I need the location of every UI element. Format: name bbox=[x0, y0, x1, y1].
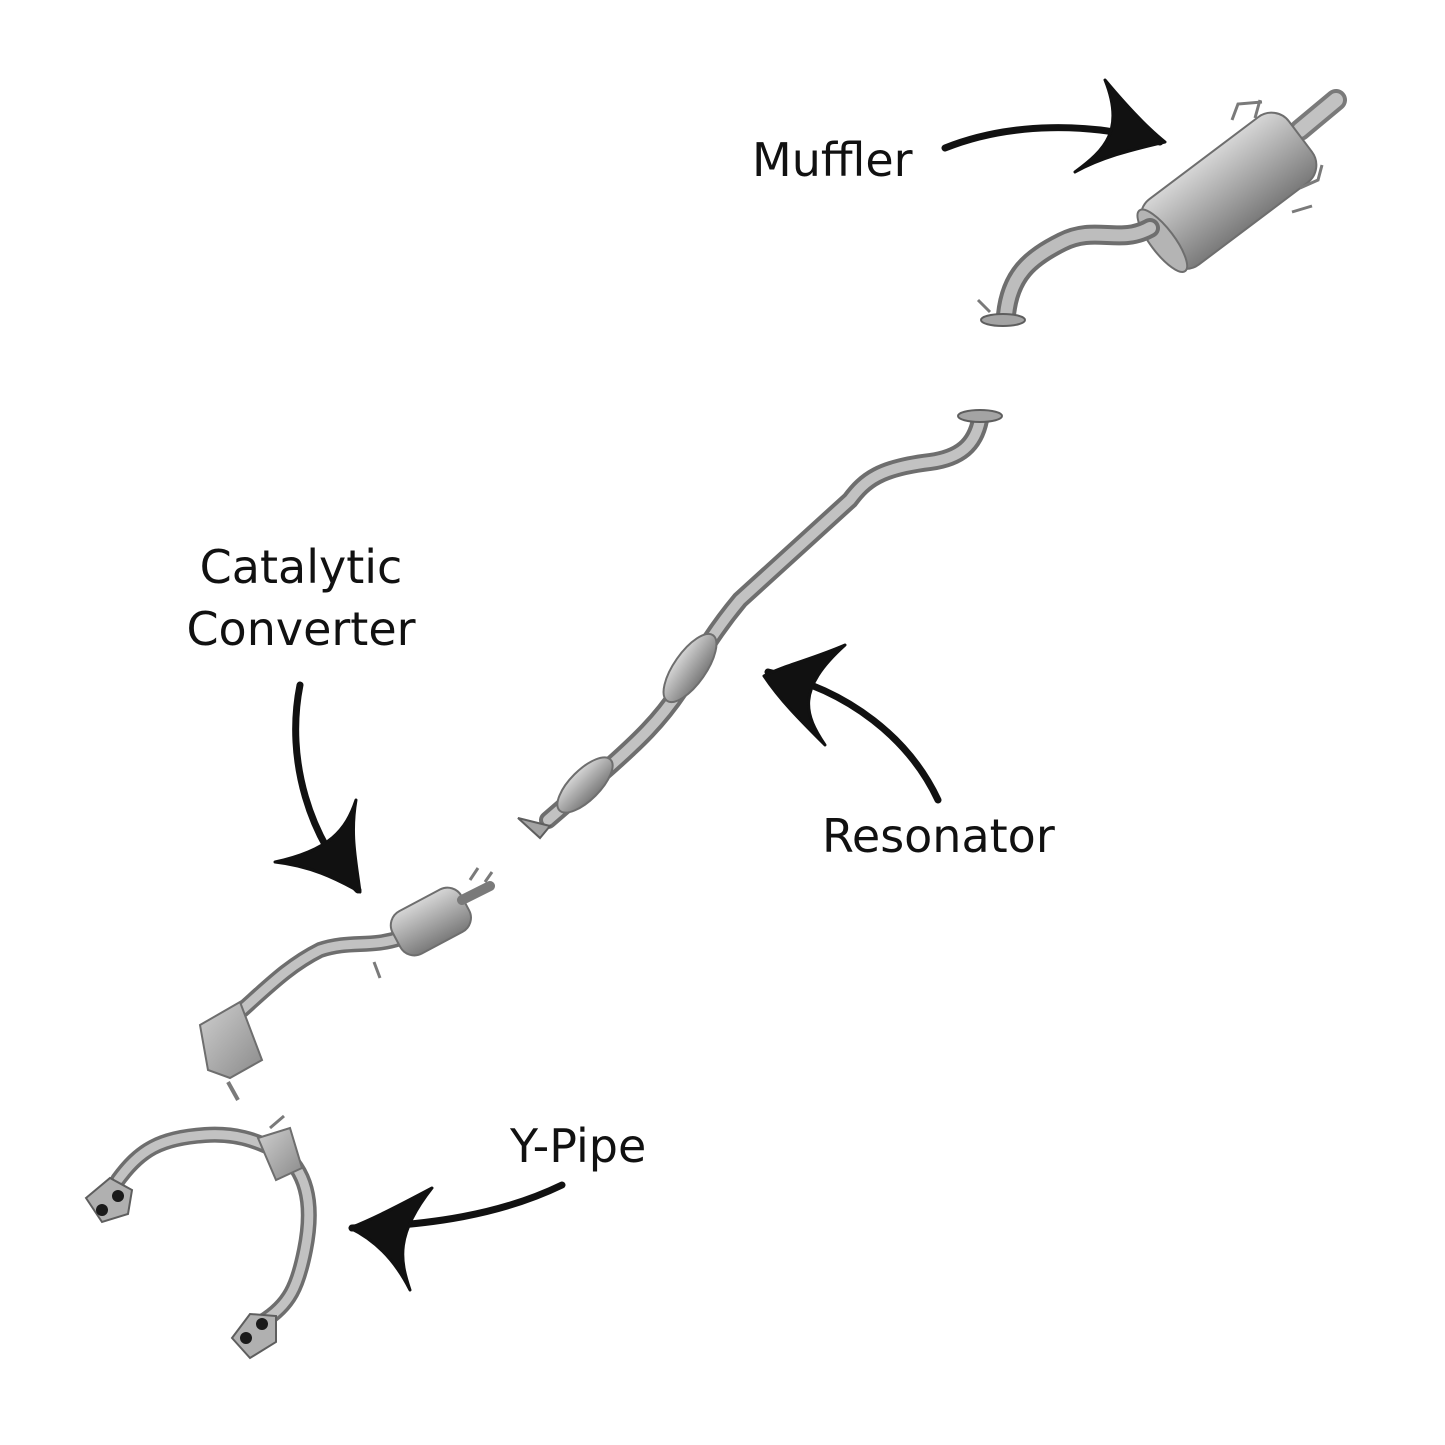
catalytic-converter-label: Catalytic Converter bbox=[150, 536, 452, 660]
cat-body-front bbox=[198, 1000, 264, 1101]
muffler-canister bbox=[1136, 111, 1318, 273]
y-pipe-flange-left bbox=[84, 1176, 134, 1224]
tailpipe bbox=[1289, 89, 1347, 141]
cat-pipe bbox=[234, 930, 408, 1018]
resonator-flange-bottom bbox=[517, 817, 552, 840]
muffler-hangers bbox=[1230, 99, 1324, 214]
muffler-inlet-pipe bbox=[996, 218, 1160, 325]
y-pipe-junction bbox=[256, 1114, 304, 1182]
resonator-label: Resonator bbox=[822, 809, 1055, 863]
resonator-flange-top bbox=[957, 409, 1003, 423]
y-pipe-left-branch bbox=[110, 1126, 283, 1188]
resonator-body-upper bbox=[662, 632, 718, 704]
y-pipe-label: Y-Pipe bbox=[510, 1119, 647, 1173]
arrow-to-muffler bbox=[941, 78, 1167, 174]
y-pipe-flange-right bbox=[230, 1312, 277, 1360]
arrow-to-catalytic-converter bbox=[273, 681, 362, 894]
catalytic-converter-part bbox=[198, 867, 495, 1101]
catalytic-converter-label-line1: Catalytic bbox=[199, 540, 403, 594]
resonator-part bbox=[517, 409, 1003, 840]
resonator-pipe bbox=[539, 411, 989, 829]
cat-outlet bbox=[457, 867, 495, 905]
cat-body-rear bbox=[389, 886, 472, 957]
arrow-to-resonator bbox=[762, 643, 942, 804]
arrow-to-y-pipe bbox=[348, 1181, 566, 1292]
muffler-flange bbox=[976, 298, 1026, 327]
resonator-body-lower bbox=[556, 756, 614, 814]
y-pipe-part bbox=[84, 1114, 317, 1360]
muffler-label: Muffler bbox=[752, 133, 913, 187]
muffler-part bbox=[976, 89, 1347, 327]
catalytic-converter-label-line2: Converter bbox=[186, 602, 416, 657]
cat-bracket bbox=[372, 961, 382, 979]
